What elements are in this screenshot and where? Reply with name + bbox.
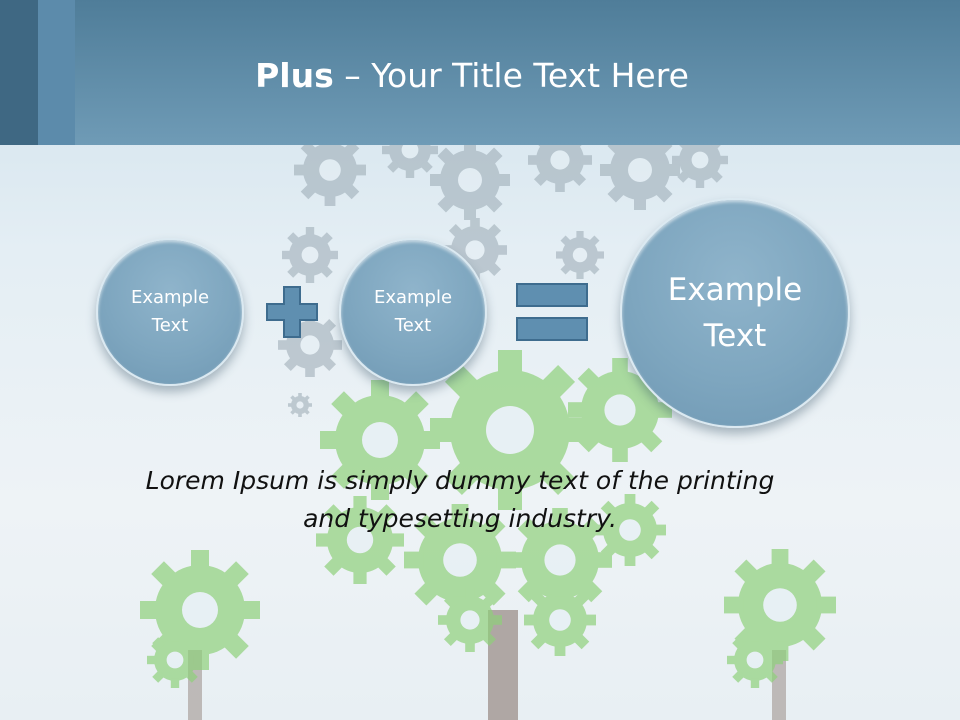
slide-title-rest: – Your Title Text Here <box>333 56 689 95</box>
slide-title-bold: Plus <box>255 56 334 95</box>
slide-title[interactable]: Plus – Your Title Text Here <box>0 56 944 96</box>
example-circle-1-line2: Text <box>151 315 189 336</box>
title-bar <box>0 0 960 145</box>
example-circle-result-line2: Text <box>703 318 767 354</box>
example-circle-2-line1: Example <box>373 287 453 308</box>
example-circle-1-line1: Example <box>130 287 210 308</box>
example-circle-1[interactable]: Example Text <box>96 238 244 386</box>
example-circle-result-line1: Example <box>667 272 803 308</box>
caption-line-2: and typesetting industry. <box>303 504 617 533</box>
title-bar-accent-light <box>38 0 75 145</box>
example-circle-2-line2: Text <box>394 315 432 336</box>
title-bar-accent-dark <box>0 0 38 145</box>
caption-text[interactable]: Lorem Ipsum is simply dummy text of the … <box>110 462 810 538</box>
example-circle-2[interactable]: Example Text <box>339 238 487 386</box>
example-circle-result[interactable]: Example Text <box>620 198 850 428</box>
plus-icon <box>266 286 318 338</box>
equals-icon <box>516 283 588 341</box>
caption-line-1: Lorem Ipsum is simply dummy text of the … <box>145 466 775 495</box>
